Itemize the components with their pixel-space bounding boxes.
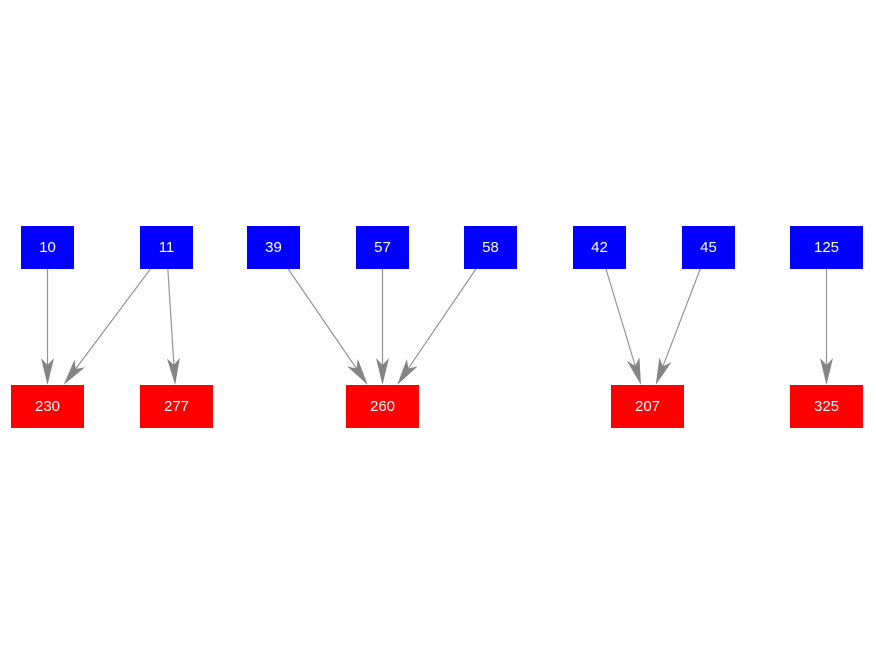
node-57: 57 xyxy=(356,226,409,269)
node-label: 39 xyxy=(265,239,282,256)
arrowhead-125-325 xyxy=(820,358,833,385)
edge-line-39-260 xyxy=(287,268,357,369)
node-label: 10 xyxy=(39,239,56,256)
node-39: 39 xyxy=(247,226,300,269)
edge-line-58-260 xyxy=(407,268,477,369)
node-277: 277 xyxy=(140,385,213,428)
node-label: 260 xyxy=(369,398,396,415)
arrowhead-11-277 xyxy=(166,357,180,385)
node-label: 125 xyxy=(813,239,840,256)
node-label: 325 xyxy=(813,398,840,415)
arrowhead-58-260 xyxy=(397,359,418,385)
edge-line-42-207 xyxy=(605,268,636,367)
node-label: 277 xyxy=(163,398,190,415)
arrowhead-42-207 xyxy=(626,357,642,385)
node-125: 125 xyxy=(790,226,863,269)
node-label: 42 xyxy=(591,239,608,256)
arrowhead-39-260 xyxy=(347,359,368,385)
edge-line-45-207 xyxy=(662,268,701,367)
node-45: 45 xyxy=(682,226,735,269)
edge-line-11-230 xyxy=(75,268,151,370)
arrowhead-10-230 xyxy=(41,358,54,385)
node-11: 11 xyxy=(140,226,193,269)
node-label: 207 xyxy=(634,398,661,415)
node-58: 58 xyxy=(464,226,517,269)
node-260: 260 xyxy=(346,385,419,428)
node-207: 207 xyxy=(611,385,684,428)
node-230: 230 xyxy=(11,385,84,428)
node-label: 57 xyxy=(374,239,391,256)
node-42: 42 xyxy=(573,226,626,269)
node-label: 58 xyxy=(482,239,499,256)
arrowhead-57-260 xyxy=(376,358,389,385)
node-label: 230 xyxy=(34,398,61,415)
arrowhead-11-230 xyxy=(63,359,85,385)
arrowhead-45-207 xyxy=(655,357,672,385)
node-label: 11 xyxy=(158,239,175,256)
edge-line-11-277 xyxy=(167,268,175,366)
node-325: 325 xyxy=(790,385,863,428)
node-label: 45 xyxy=(700,239,717,256)
node-10: 10 xyxy=(21,226,74,269)
